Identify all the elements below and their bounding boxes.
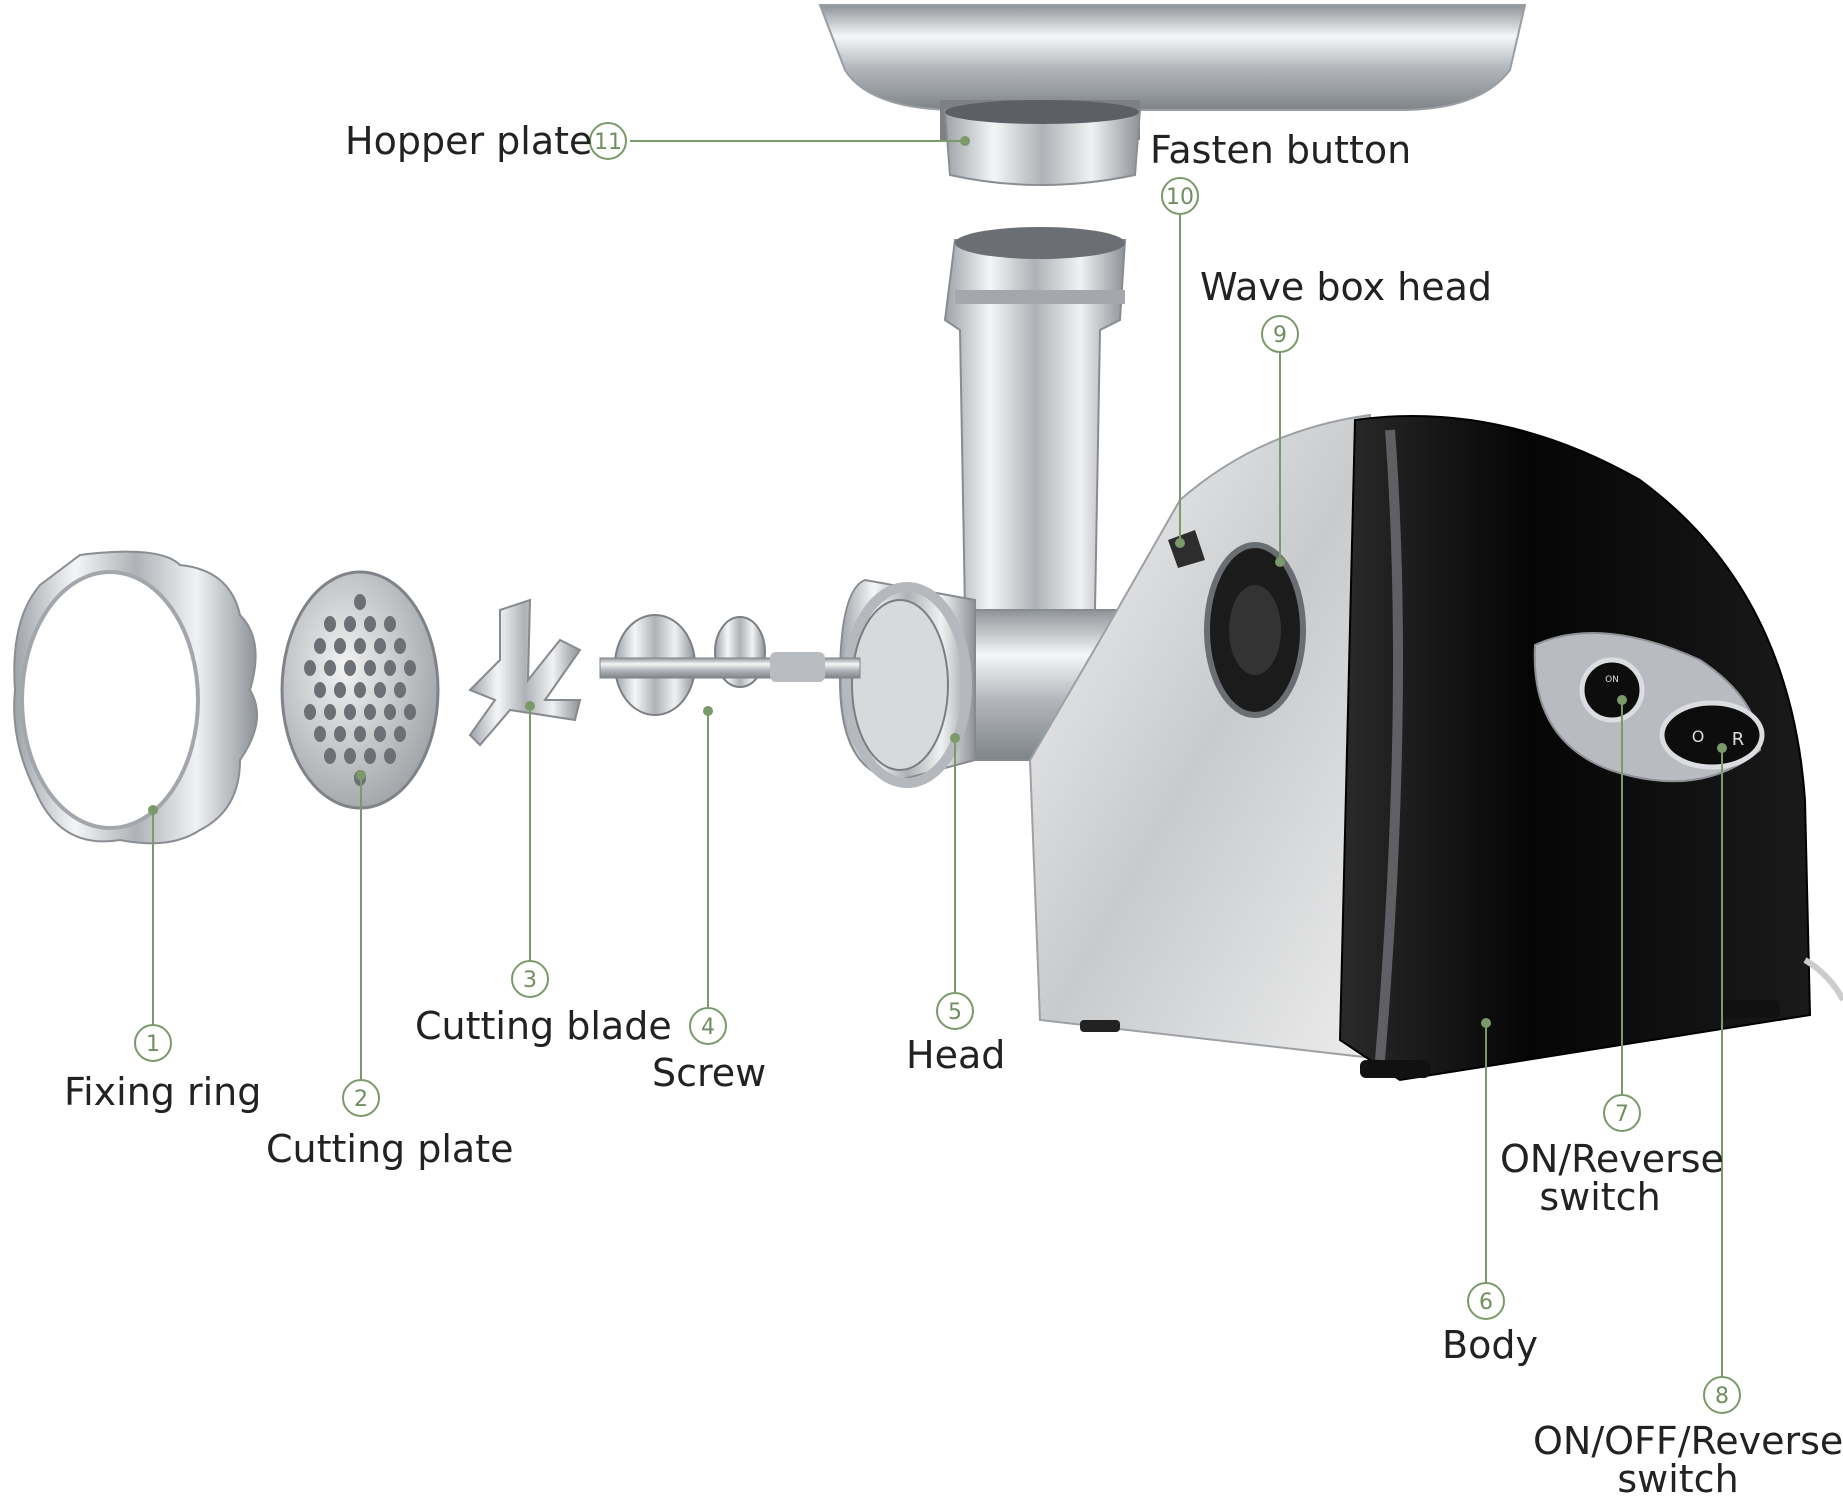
plate-hole — [344, 748, 356, 764]
callout-number-1: 1 — [146, 1032, 160, 1057]
callout-leaders — [152, 140, 1723, 1378]
plate-hole — [334, 726, 346, 742]
plate-hole — [334, 638, 346, 654]
plate-hole — [314, 726, 326, 742]
plate-hole — [304, 660, 316, 676]
switch-off-mark: O — [1692, 727, 1705, 746]
hopper-plate-ring — [943, 100, 1142, 186]
plate-hole — [314, 682, 326, 698]
plate-hole — [314, 638, 326, 654]
label-head: Head — [906, 1033, 1006, 1077]
plate-hole — [344, 704, 356, 720]
label-on-reverse-switch-line1: ON/Reverse — [1500, 1137, 1724, 1181]
switch-on-mark: ON — [1605, 675, 1619, 685]
label-on-off-reverse-switch: ON/OFF/Reverse switch — [1533, 1419, 1843, 1501]
plate-hole — [364, 748, 376, 764]
feed-screw — [599, 614, 861, 716]
plate-hole — [404, 704, 416, 720]
callout-dots — [148, 136, 1727, 1028]
label-cutting-plate: Cutting plate — [266, 1127, 514, 1171]
label-on-reverse-switch-line2: switch — [1539, 1175, 1661, 1219]
callout-number-11: 11 — [594, 130, 622, 155]
hopper-tray — [818, 4, 1527, 140]
plate-hole — [354, 594, 366, 610]
callout-number-6: 6 — [1479, 1290, 1493, 1315]
label-screw: Screw — [652, 1051, 767, 1095]
fixing-ring — [13, 550, 258, 845]
plate-hole — [354, 682, 366, 698]
cutting-plate-holes — [304, 594, 416, 786]
plate-hole — [324, 704, 336, 720]
callout-number-circles — [134, 122, 1741, 1414]
control-panel: ON O R — [1533, 632, 1765, 783]
plate-hole — [304, 704, 316, 720]
plate-hole — [344, 616, 356, 632]
plate-hole — [364, 616, 376, 632]
callout-number-9: 9 — [1273, 323, 1287, 348]
plate-hole — [354, 638, 366, 654]
label-fasten-button: Fasten button — [1150, 128, 1412, 172]
plate-hole — [354, 726, 366, 742]
on-reverse-switch — [1579, 657, 1645, 723]
label-on-off-reverse-switch-line1: ON/OFF/Reverse — [1533, 1419, 1843, 1463]
callout-number-4: 4 — [701, 1015, 715, 1040]
plate-hole — [324, 616, 336, 632]
plate-hole — [324, 660, 336, 676]
grinder-body — [1028, 413, 1843, 1082]
switch-reverse-mark: R — [1732, 729, 1745, 750]
label-cutting-blade: Cutting blade — [415, 1004, 672, 1048]
label-on-off-reverse-switch-line2: switch — [1617, 1457, 1739, 1501]
plate-hole — [334, 682, 346, 698]
plate-hole — [384, 660, 396, 676]
plate-hole — [374, 682, 386, 698]
callout-number-2: 2 — [354, 1087, 368, 1112]
label-fixing-ring: Fixing ring — [64, 1070, 262, 1114]
label-hopper-plate: Hopper plate — [345, 119, 593, 163]
feed-tube — [943, 227, 1127, 611]
label-body: Body — [1442, 1323, 1538, 1367]
on-off-reverse-switch — [1659, 700, 1765, 770]
callout-number-5: 5 — [948, 1000, 962, 1025]
cutting-blade — [468, 598, 582, 747]
label-wave-box-head: Wave box head — [1200, 265, 1493, 309]
plate-hole — [394, 638, 406, 654]
callout-number-8: 8 — [1715, 1384, 1729, 1409]
plate-hole — [364, 704, 376, 720]
plate-hole — [394, 726, 406, 742]
plate-hole — [384, 704, 396, 720]
plate-hole — [374, 638, 386, 654]
plate-hole — [364, 660, 376, 676]
plate-hole — [324, 748, 336, 764]
callout-number-7: 7 — [1615, 1102, 1629, 1127]
plate-hole — [404, 660, 416, 676]
plate-hole — [384, 616, 396, 632]
plate-hole — [384, 748, 396, 764]
label-on-reverse-switch: ON/Reverse switch — [1500, 1137, 1724, 1219]
plate-hole — [344, 660, 356, 676]
callout-number-3: 3 — [523, 968, 537, 993]
callout-number-10: 10 — [1166, 185, 1194, 210]
plate-hole — [394, 682, 406, 698]
plate-hole — [374, 726, 386, 742]
